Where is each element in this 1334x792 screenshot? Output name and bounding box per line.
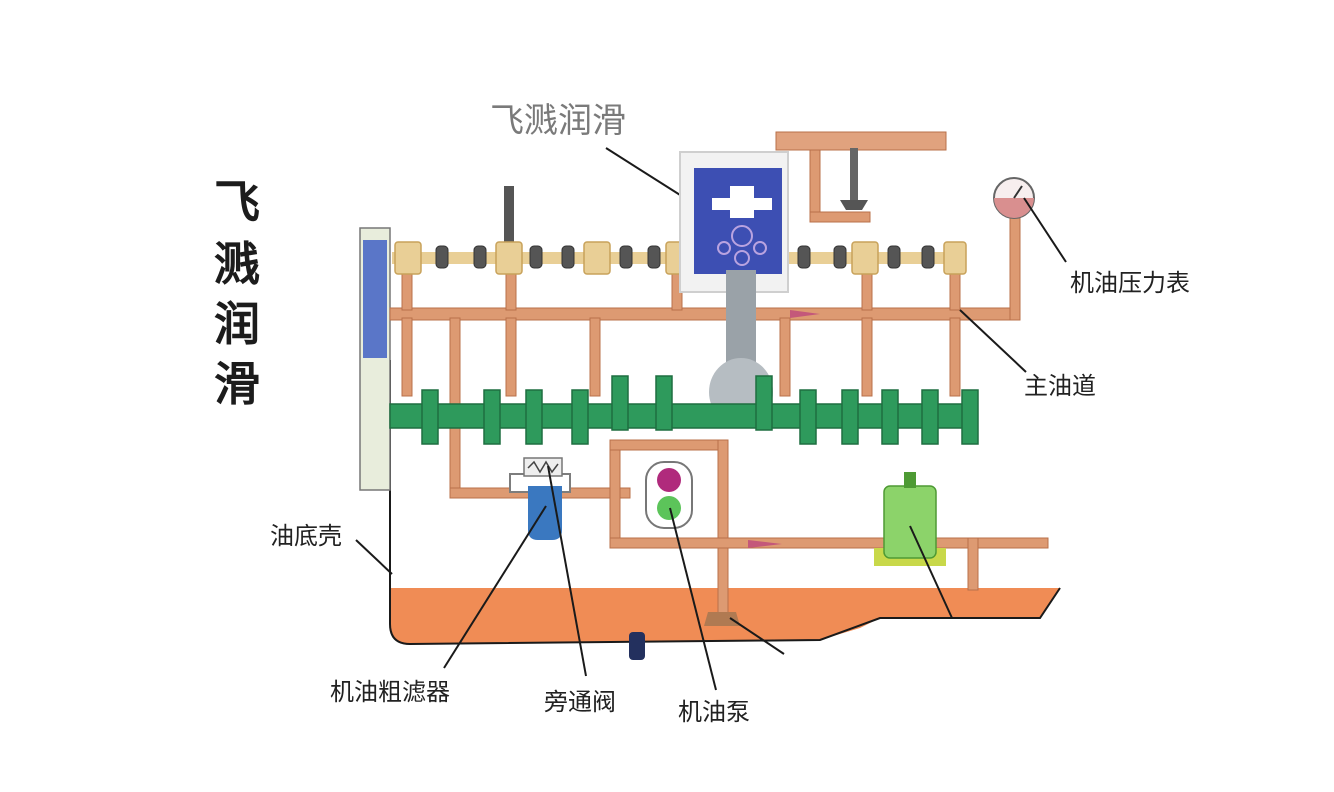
label-pressure-gauge: 机油压力表 [1070, 269, 1190, 297]
splash-leader [605, 147, 689, 201]
coarse-filter [509, 457, 571, 540]
fine-filter [874, 472, 946, 566]
crankshaft [389, 375, 979, 445]
diagram-title-vertical: 飞 溅 润 滑 [214, 175, 260, 411]
oil-pump [645, 461, 740, 626]
label-main-gallery: 主油道 [1024, 372, 1096, 400]
drain-plug [629, 632, 645, 660]
splash-label: 飞溅润滑 [490, 101, 626, 141]
oil-passages [389, 131, 1049, 621]
title-char-4: 滑 [214, 357, 260, 411]
flow-arrows [748, 310, 820, 548]
title-char-3: 润 [214, 297, 260, 351]
main-oil-gallery [389, 307, 1021, 321]
label-coarse-filter: 机油粗滤器 [330, 678, 450, 706]
leader-lines [355, 197, 1067, 691]
piston-block [679, 151, 789, 293]
label-oil-pan: 油底壳 [270, 522, 342, 550]
label-oil-pump: 机油泵 [678, 698, 750, 726]
flywheel [359, 227, 391, 491]
title-char-2: 溅 [214, 237, 260, 291]
valves [504, 148, 868, 246]
title-char-1: 飞 [214, 175, 260, 229]
oil-pressure-gauge [993, 177, 1035, 219]
label-bypass-valve: 旁通阀 [544, 688, 616, 716]
